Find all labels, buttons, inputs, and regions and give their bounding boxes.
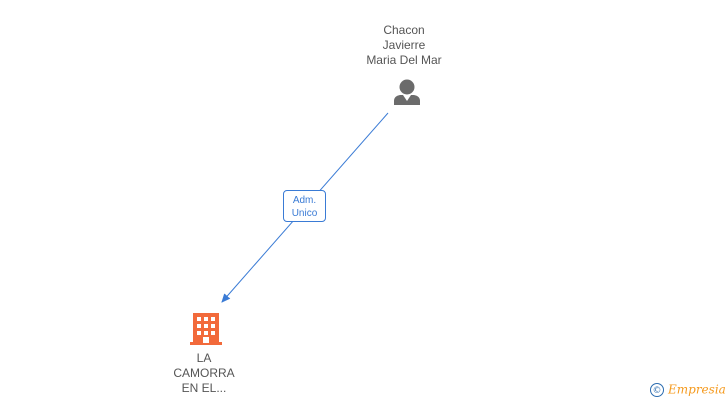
relation-label: Adm. Unico: [283, 190, 326, 222]
person-name-line-3: Maria Del Mar: [366, 53, 442, 67]
person-name-line-2: Javierre: [382, 38, 426, 52]
company-name-label[interactable]: LA CAMORRA EN EL...: [156, 351, 252, 396]
building-icon[interactable]: [190, 313, 222, 345]
company-name-line-2: CAMORRA: [173, 366, 235, 380]
relation-label-line-2: Unico: [291, 208, 318, 219]
person-name-line-1: Chacon: [383, 23, 425, 37]
relation-label-line-1: Adm.: [292, 195, 317, 206]
person-icon[interactable]: [394, 79, 420, 106]
watermark-brand: Empresia: [668, 382, 726, 397]
empresia-watermark: © Empresia: [650, 380, 728, 398]
copyright-icon: ©: [650, 382, 664, 397]
company-name-line-3: EN EL...: [181, 381, 227, 395]
person-name-label[interactable]: Chacon Javierre Maria Del Mar: [344, 23, 464, 68]
company-name-line-1: LA: [196, 351, 212, 365]
